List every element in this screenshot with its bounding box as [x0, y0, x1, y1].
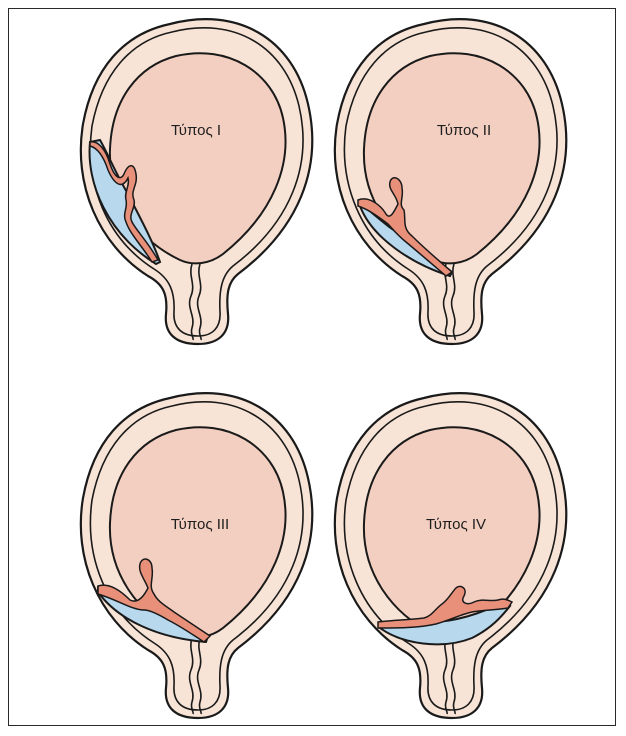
- diagram-type-4: [335, 393, 566, 718]
- label-type-4: Τύπος IV: [426, 516, 486, 533]
- diagram-type-2: [335, 19, 566, 344]
- label-type-3: Τύπος III: [171, 516, 229, 533]
- label-type-2: Τύπος II: [437, 122, 491, 139]
- diagram-type-3: [81, 393, 312, 718]
- diagram-type-1: [81, 19, 312, 344]
- label-type-1: Τύπος I: [171, 122, 221, 139]
